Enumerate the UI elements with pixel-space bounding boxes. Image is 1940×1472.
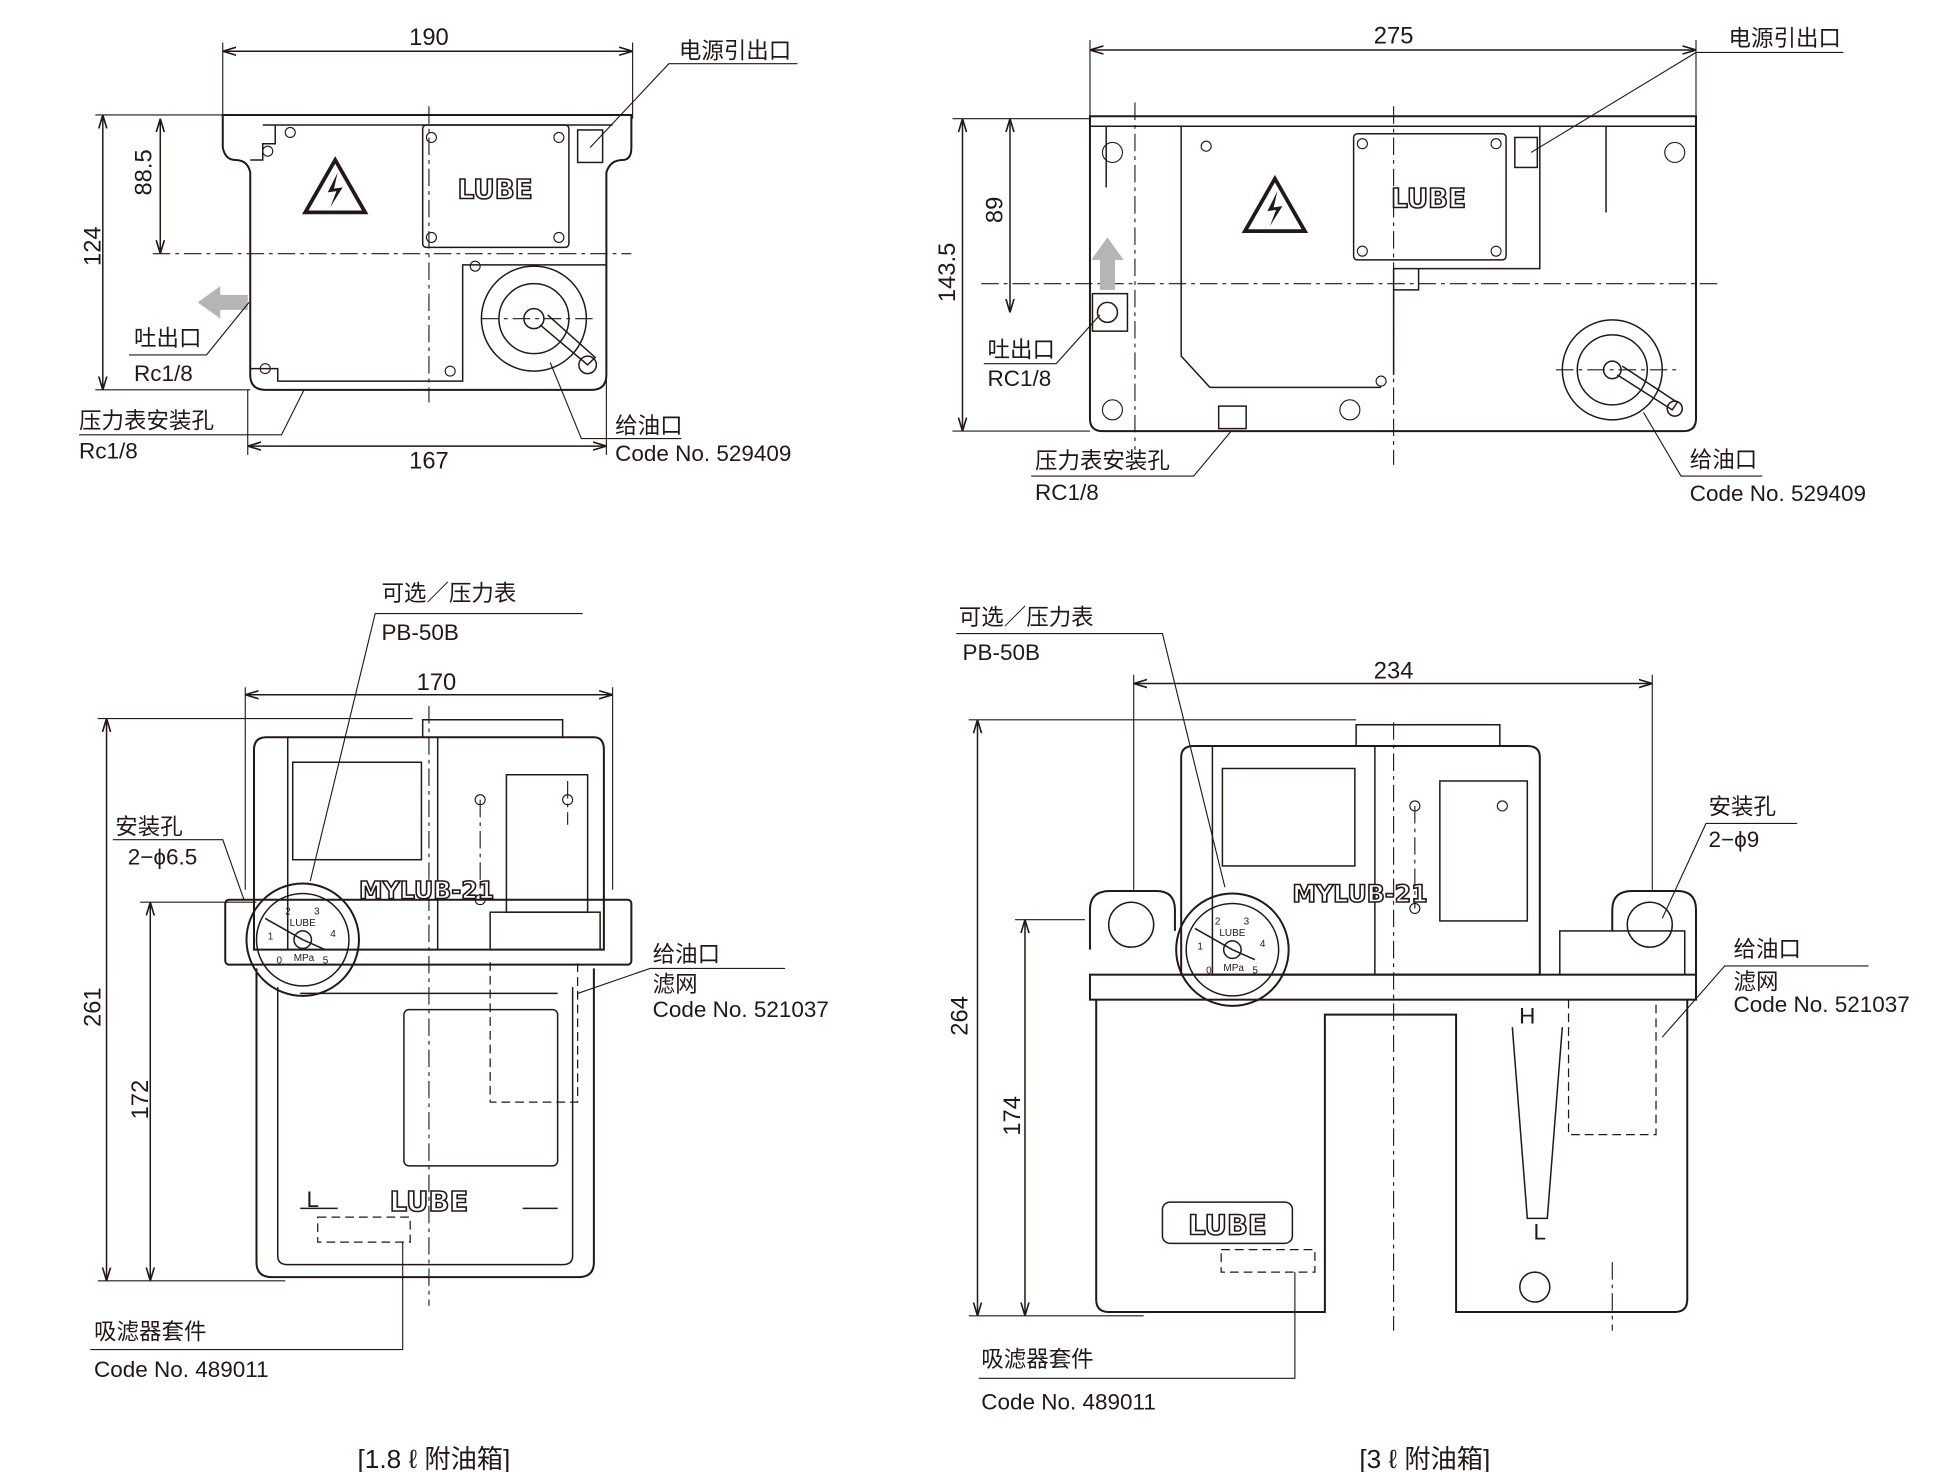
gauge-model: PB-50B: [381, 620, 458, 645]
svg-text:2: 2: [285, 907, 291, 918]
svg-text:1: 1: [268, 932, 274, 943]
lube-logo: LUBE: [390, 1186, 469, 1218]
dimension-height-total: 261: [80, 987, 106, 1027]
filler-label: 给油口: [615, 414, 682, 439]
discharge-thread: RC1/8: [987, 366, 1051, 391]
dimension-width: 190: [409, 25, 449, 51]
pressure-gauge: LUBE MPa 0 1 2 3 4 5: [1175, 892, 1290, 1007]
pressure-gauge: LUBE MPa 0 1 2 3 4 5: [245, 882, 360, 997]
gauge-port-label: 压力表安装孔: [79, 409, 214, 434]
option-gauge-label: 可选／压力表: [959, 605, 1094, 630]
filler-code: Code No. 529409: [615, 441, 791, 466]
mylub-model-logo: MYLUB-21: [359, 876, 494, 904]
gauge-port-thread: Rc1/8: [79, 439, 138, 464]
svg-text:4: 4: [330, 929, 336, 940]
svg-text:3: 3: [1244, 917, 1250, 928]
mount-hole-spec: 2−ϕ6.5: [128, 845, 197, 870]
filler-label: 给油口: [1733, 937, 1800, 962]
caption: [3 ℓ 附油箱]: [1359, 1444, 1490, 1472]
discharge-label: 吐出口: [134, 326, 201, 351]
dimension-width: 234: [1374, 659, 1414, 685]
top-view-large: 275 143.5 89 LUBE 电源引出口: [935, 24, 1866, 506]
strainer-label: 滤网: [653, 972, 698, 997]
dimension-bottom: 167: [409, 449, 449, 475]
discharge-label: 吐出口: [987, 337, 1054, 362]
dimension-width: 170: [417, 670, 457, 696]
mount-hole-spec: 2−ϕ9: [1708, 827, 1759, 852]
lube-logo: LUBE: [1391, 184, 1466, 214]
filler-code: Code No. 521037: [653, 997, 829, 1022]
level-mark-low: L: [306, 1187, 319, 1212]
suction-filter-label: 吸滤器套件: [94, 1320, 206, 1345]
dimension-height-center: 88.5: [132, 149, 158, 195]
option-gauge-label: 可选／压力表: [381, 581, 516, 606]
top-view-small: 190 124 88.5 LUBE: [79, 25, 798, 475]
gauge-port-thread: RC1/8: [1035, 480, 1099, 505]
caption: [1.8 ℓ 附油箱]: [358, 1444, 511, 1472]
gauge-port-label: 压力表安装孔: [1035, 449, 1170, 474]
svg-text:1: 1: [1197, 942, 1203, 953]
svg-text:4: 4: [1260, 939, 1266, 950]
filler-code: Code No. 521037: [1733, 992, 1909, 1017]
strainer-label: 滤网: [1733, 970, 1778, 995]
lube-logo: LUBE: [458, 176, 533, 206]
level-mark-high: H: [1519, 1003, 1535, 1028]
discharge-arrow-icon: [1091, 237, 1124, 290]
power-outlet-label: 电源引出口: [679, 39, 791, 64]
suction-filter-code: Code No. 489011: [981, 1390, 1156, 1415]
svg-text:5: 5: [1252, 965, 1258, 976]
front-view-small: 可选／压力表 PB-50B 170 261 172 MYLUB-21 L: [80, 581, 829, 1472]
discharge-arrow-icon: [197, 286, 248, 319]
svg-text:2: 2: [1215, 917, 1221, 928]
dimension-height-mount: 172: [128, 1080, 154, 1120]
mount-hole-label: 安装孔: [1708, 795, 1775, 820]
filler-code: Code No. 529409: [1690, 481, 1866, 506]
svg-text:LUBE: LUBE: [290, 918, 316, 929]
electrical-warning-icon: [1241, 174, 1309, 234]
svg-text:3: 3: [314, 907, 320, 918]
dimension-height-mount: 174: [1000, 1096, 1026, 1136]
svg-text:0: 0: [1206, 965, 1212, 976]
suction-filter-code: Code No. 489011: [94, 1357, 269, 1382]
dimension-height-total: 264: [948, 996, 974, 1036]
dimension-height-total: 124: [80, 226, 106, 266]
suction-filter-label: 吸滤器套件: [981, 1347, 1093, 1372]
filler-label: 给油口: [1690, 447, 1757, 472]
mylub-model-logo: MYLUB-21: [1292, 880, 1427, 908]
dimension-height-center: 89: [982, 197, 1008, 223]
dimension-height-total: 143.5: [935, 243, 961, 302]
power-outlet-label: 电源引出口: [1728, 26, 1840, 51]
filler-label: 给油口: [653, 942, 720, 967]
dimension-width: 275: [1374, 24, 1414, 50]
front-view-large: 可选／压力表 PB-50B 234 264 174 H L MY: [948, 605, 1910, 1472]
svg-text:0: 0: [276, 955, 282, 966]
discharge-thread: Rc1/8: [134, 361, 193, 386]
svg-text:5: 5: [323, 955, 329, 966]
level-mark-low: L: [1534, 1220, 1547, 1245]
svg-text:LUBE: LUBE: [1219, 928, 1245, 939]
svg-text:MPa: MPa: [1223, 963, 1244, 974]
gauge-model: PB-50B: [963, 640, 1040, 665]
lube-logo: LUBE: [1188, 1210, 1267, 1242]
electrical-warning-icon: [301, 156, 369, 215]
svg-text:MPa: MPa: [294, 953, 315, 964]
mount-hole-label: 安装孔: [115, 815, 182, 840]
